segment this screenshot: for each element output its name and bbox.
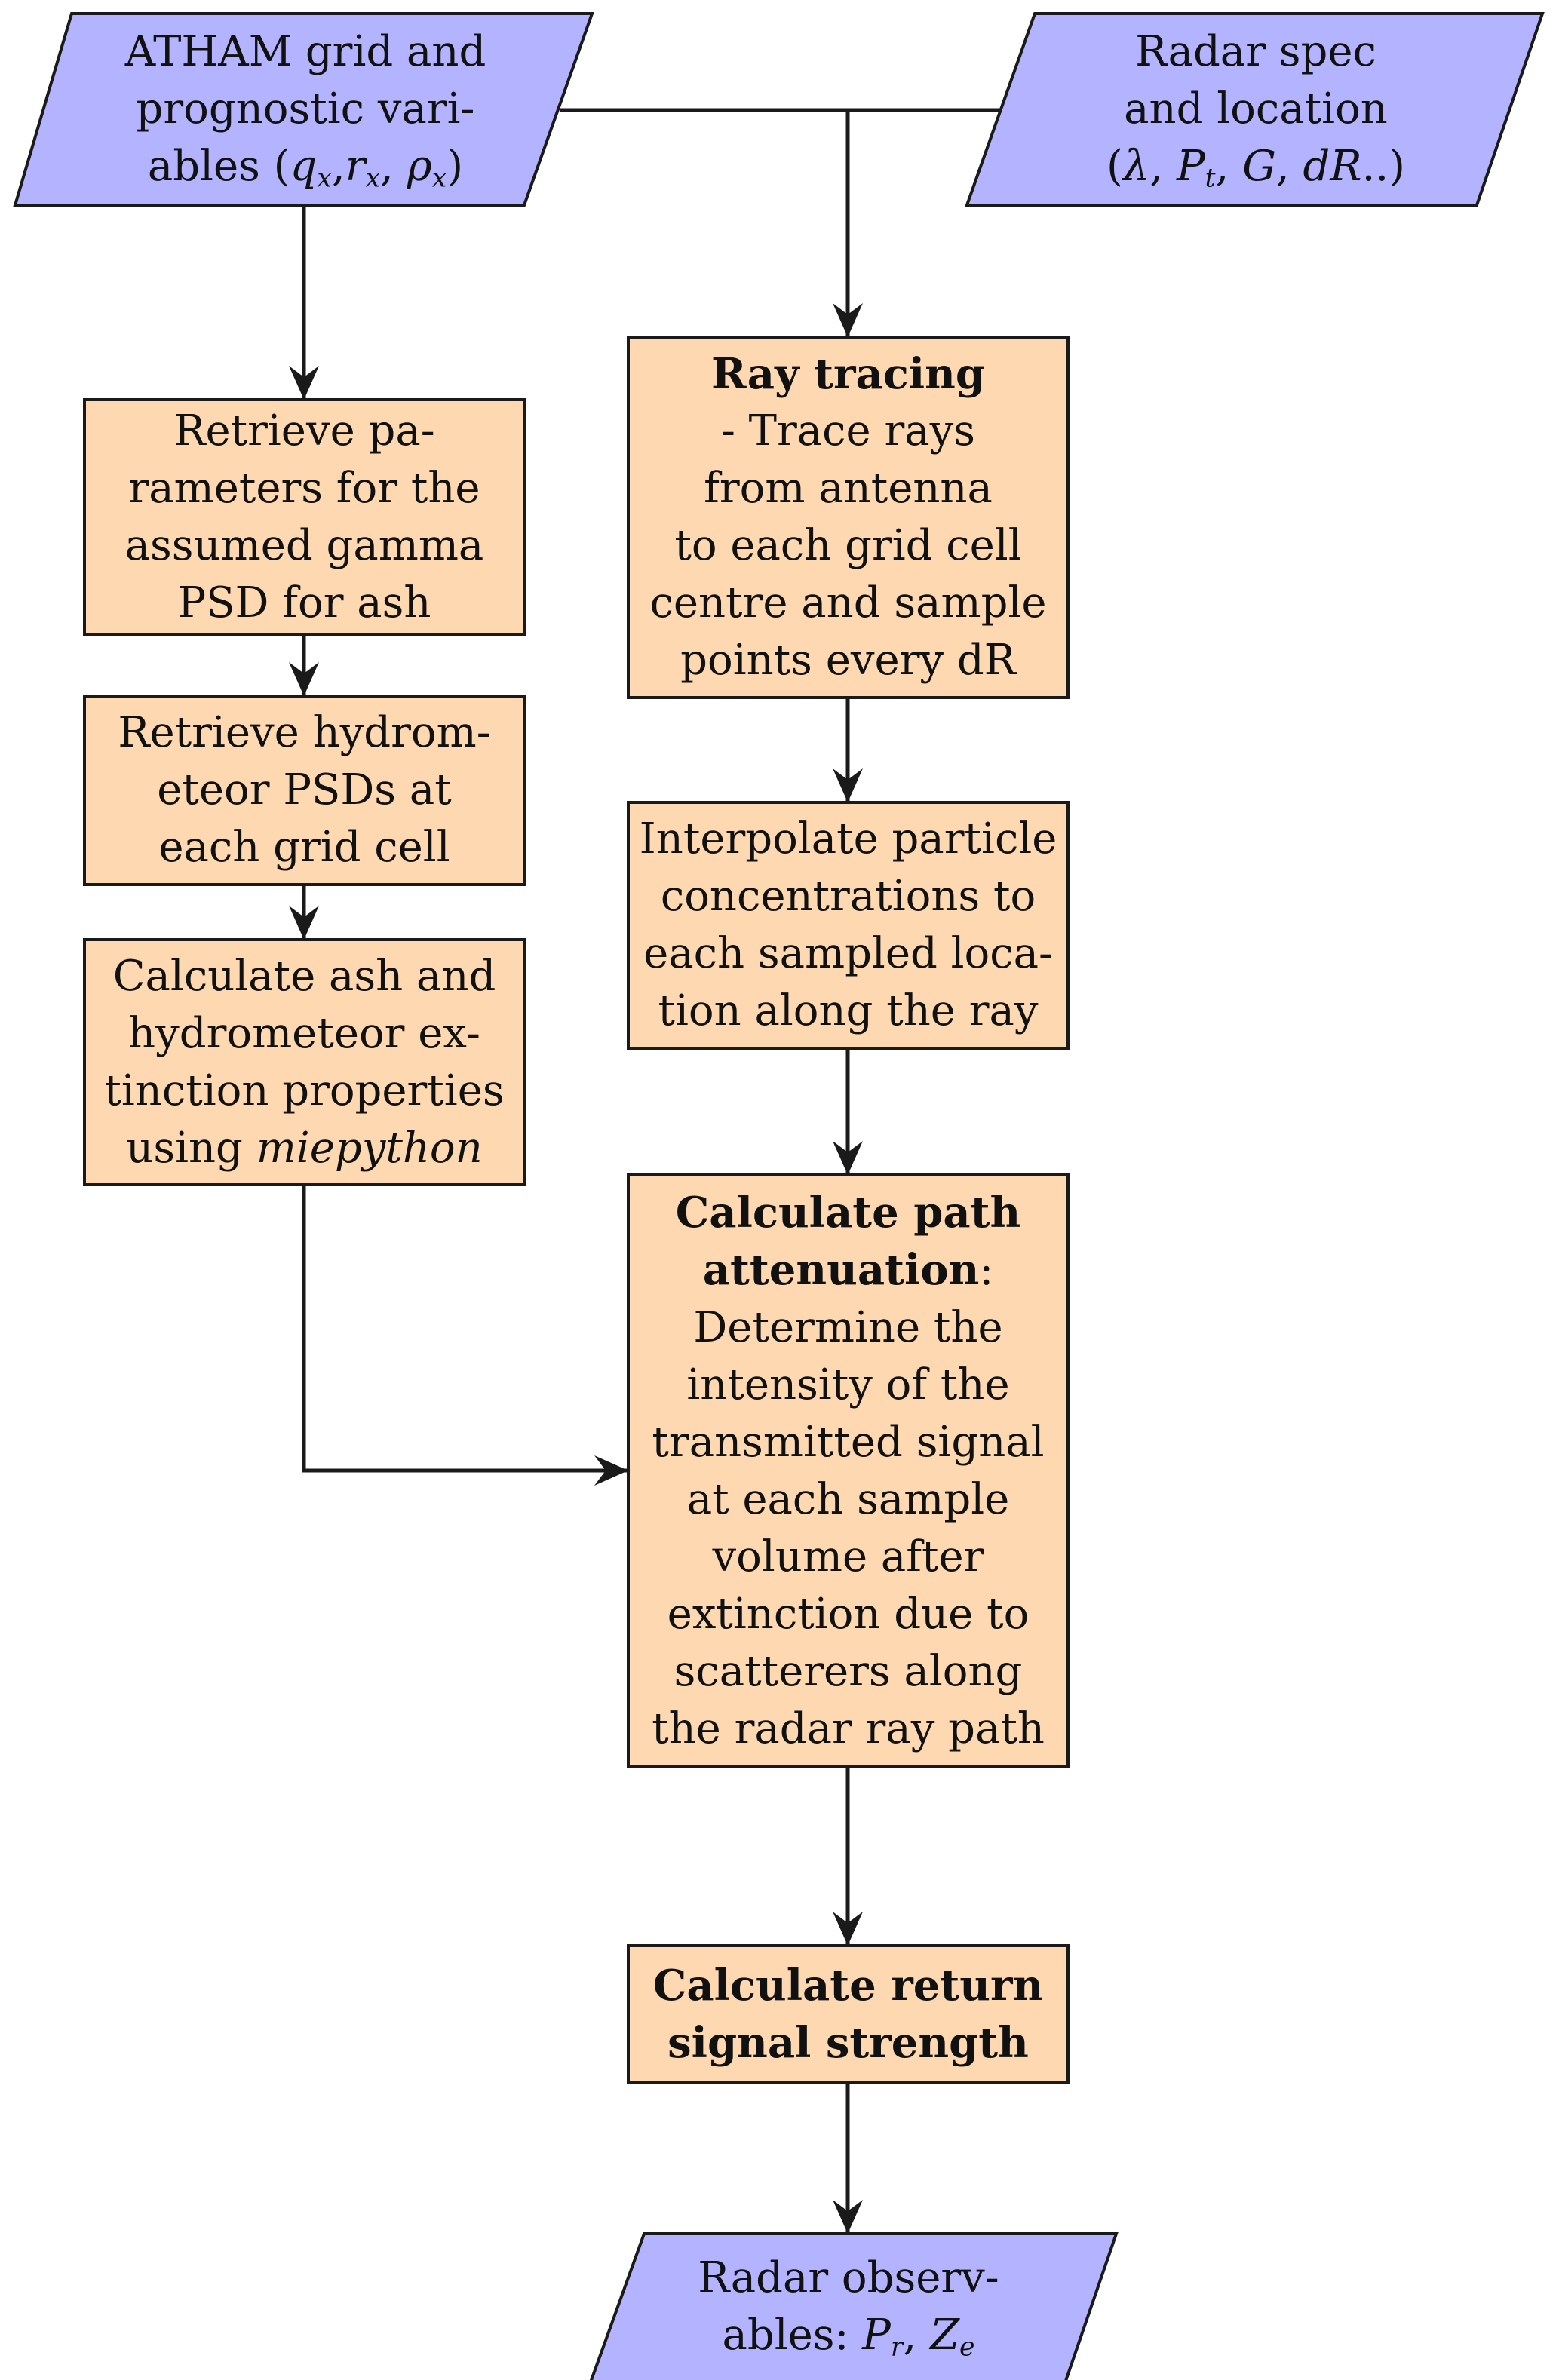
observables-line-2: ables: Pr, Ze (722, 2311, 975, 2363)
ray-tracing-box (627, 336, 1070, 699)
ray-tracing-line-5: points every dR (680, 636, 1016, 685)
interpolate-label: Interpolate particle concentrations to e… (628, 802, 1068, 1048)
extinction-box (83, 938, 526, 1186)
radar-spec-line-3: (λ, Pt, G, dR..) (1106, 142, 1406, 194)
observables-line-1: Radar observ- (698, 2253, 999, 2302)
interpolate-line-1: Interpolate particle (639, 814, 1057, 863)
interpolate-line-2: concentrations to (660, 872, 1036, 921)
path-attenuation-line-4: at each sample (686, 1474, 1010, 1524)
radar-spec-input-shape (965, 12, 1545, 207)
return-signal-line-1: Calculate return (652, 1961, 1044, 2010)
radar-spec-line-2: and location (1124, 84, 1388, 133)
path-attenuation-title-1: Calculate path (675, 1187, 1021, 1238)
gamma-psd-line-1: Retrieve pa- (173, 406, 435, 455)
atham-line-2: prognostic vari- (136, 84, 475, 133)
return-signal-box (627, 1944, 1070, 2084)
hydro-psd-line-3: each grid cell (158, 823, 450, 872)
return-signal-line-2: signal strength (667, 2018, 1029, 2068)
interpolate-line-3: each sampled loca- (643, 929, 1053, 978)
path-attenuation-line-7: scatterers along (674, 1646, 1023, 1696)
observables-output-shape (589, 2232, 1119, 2380)
gamma-psd-line-3: assumed gamma (124, 521, 484, 570)
radar-spec-line-1: Radar spec (1135, 27, 1376, 76)
extinction-label: Calculate ash and hydrometeor ex- tincti… (84, 940, 524, 1185)
atham-line-1: ATHAM grid and (124, 27, 486, 76)
atham-input-shape (13, 12, 594, 207)
interpolate-box (627, 801, 1070, 1050)
ray-tracing-line-4: centre and sample (649, 578, 1047, 627)
ray-tracing-line-3: to each grid cell (674, 521, 1022, 570)
path-attenuation-box (627, 1173, 1070, 1768)
path-attenuation-line-6: extinction due to (667, 1589, 1030, 1639)
hydro-psd-line-2: eteor PSDs at (157, 765, 452, 814)
hydro-psd-line-1: Retrieve hydrom- (118, 708, 491, 757)
extinction-line-2: hydrometeor ex- (128, 1008, 480, 1058)
observables-output-label: Radar observ- ables: Pr, Ze (618, 2234, 1079, 2380)
ray-tracing-label: Ray tracing - Trace rays from antenna to… (628, 337, 1068, 698)
gamma-psd-line-4: PSD for ash (177, 578, 431, 627)
return-signal-label: Calculate return signal strength (628, 1946, 1068, 2083)
radar-spec-input-label: Radar spec and location (λ, Pt, G, dR..) (1003, 14, 1508, 205)
extinction-line-3: tinction properties (104, 1066, 505, 1115)
ray-tracing-line-1: - Trace rays (720, 406, 976, 455)
gamma-psd-line-2: rameters for the (128, 464, 480, 513)
atham-line-3: ables (qx,rx, ρx) (147, 142, 464, 194)
path-attenuation-line-1: Determine the (693, 1302, 1003, 1352)
hydro-psd-label: Retrieve hydrom- eteor PSDs at each grid… (84, 696, 524, 885)
atham-input-label: ATHAM grid and prognostic vari- ables (q… (45, 14, 566, 205)
arrow-extinction-to-attenuation (302, 1185, 628, 1486)
gamma-psd-label: Retrieve pa- rameters for the assumed ga… (84, 400, 524, 635)
path-attenuation-label: Calculate path attenuation: Determine th… (628, 1175, 1068, 1766)
path-attenuation-line-5: volume after (712, 1532, 984, 1581)
path-attenuation-line-8: the radar ray path (652, 1704, 1045, 1753)
path-attenuation-line-3: transmitted signal (652, 1417, 1045, 1467)
extinction-line-1: Calculate ash and (112, 951, 496, 1001)
path-attenuation-title-2: attenuation: (702, 1244, 994, 1295)
path-attenuation-line-2: intensity of the (686, 1360, 1010, 1409)
interpolate-line-4: tion along the ray (658, 986, 1039, 1035)
gamma-psd-box (83, 398, 526, 636)
ray-tracing-title: Ray tracing (710, 349, 986, 399)
ray-tracing-line-2: from antenna (704, 464, 993, 513)
extinction-line-4: using miepython (126, 1123, 483, 1173)
